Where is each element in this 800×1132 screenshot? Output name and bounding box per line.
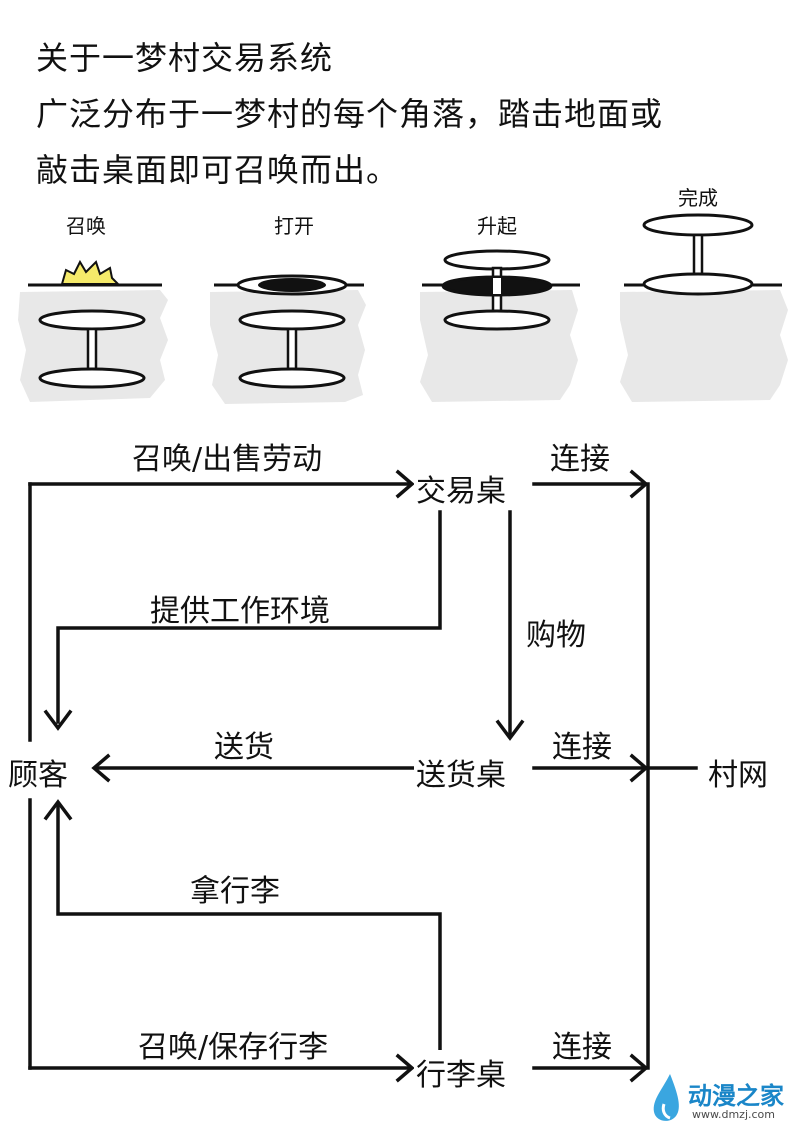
title-description-line-2: 敲击桌面即可召唤而出。 [36, 151, 400, 189]
node-trade-desk: 交易桌 [414, 466, 508, 510]
arrow-provide-env [56, 510, 442, 724]
watermark: 动漫之家 www.dmzj.com [648, 1068, 796, 1128]
node-luggage-desk: 行李桌 [414, 1050, 508, 1094]
table-rising-icon [422, 249, 580, 331]
label-connect-3: 连接 [552, 1030, 612, 1065]
stage-label-summon: 召唤 [66, 214, 106, 238]
label-connect-2: 连接 [552, 730, 612, 765]
stage-label-complete: 完成 [678, 186, 718, 210]
droplet-logo-icon [653, 1074, 679, 1121]
label-summon-sell: 召唤/出售劳动 [132, 442, 323, 477]
title-description-line-1: 广泛分布于一梦村的每个角落，踏击地面或 [36, 95, 664, 133]
label-connect-1: 连接 [550, 442, 610, 477]
watermark-logo-text: 动漫之家 [688, 1082, 784, 1110]
node-village-net: 村网 [706, 750, 770, 794]
label-provide-env: 提供工作环境 [150, 594, 330, 629]
stage-illustrations [18, 213, 788, 404]
title-block: 关于一梦村交易系统 广泛分布于一梦村的每个角落，踏击地面或 敲击桌面即可召唤而出… [36, 30, 663, 198]
label-deliver: 送货 [214, 730, 274, 765]
table-complete-icon [624, 213, 782, 296]
label-take-luggage: 拿行李 [190, 874, 280, 909]
node-customer: 顾客 [6, 750, 70, 794]
label-summon-store: 召唤/保存行李 [138, 1030, 329, 1065]
title-heading: 关于一梦村交易系统 [36, 39, 334, 77]
watermark-url: www.dmzj.com [692, 1108, 775, 1121]
node-delivery-desk: 送货桌 [414, 750, 508, 794]
spark-icon [28, 259, 162, 389]
table-opening-icon [214, 274, 364, 389]
arrow-take-luggage [56, 804, 442, 1052]
label-shopping: 购物 [526, 618, 586, 653]
stage-label-open: 打开 [274, 214, 314, 238]
stage-label-rise: 升起 [477, 214, 517, 238]
